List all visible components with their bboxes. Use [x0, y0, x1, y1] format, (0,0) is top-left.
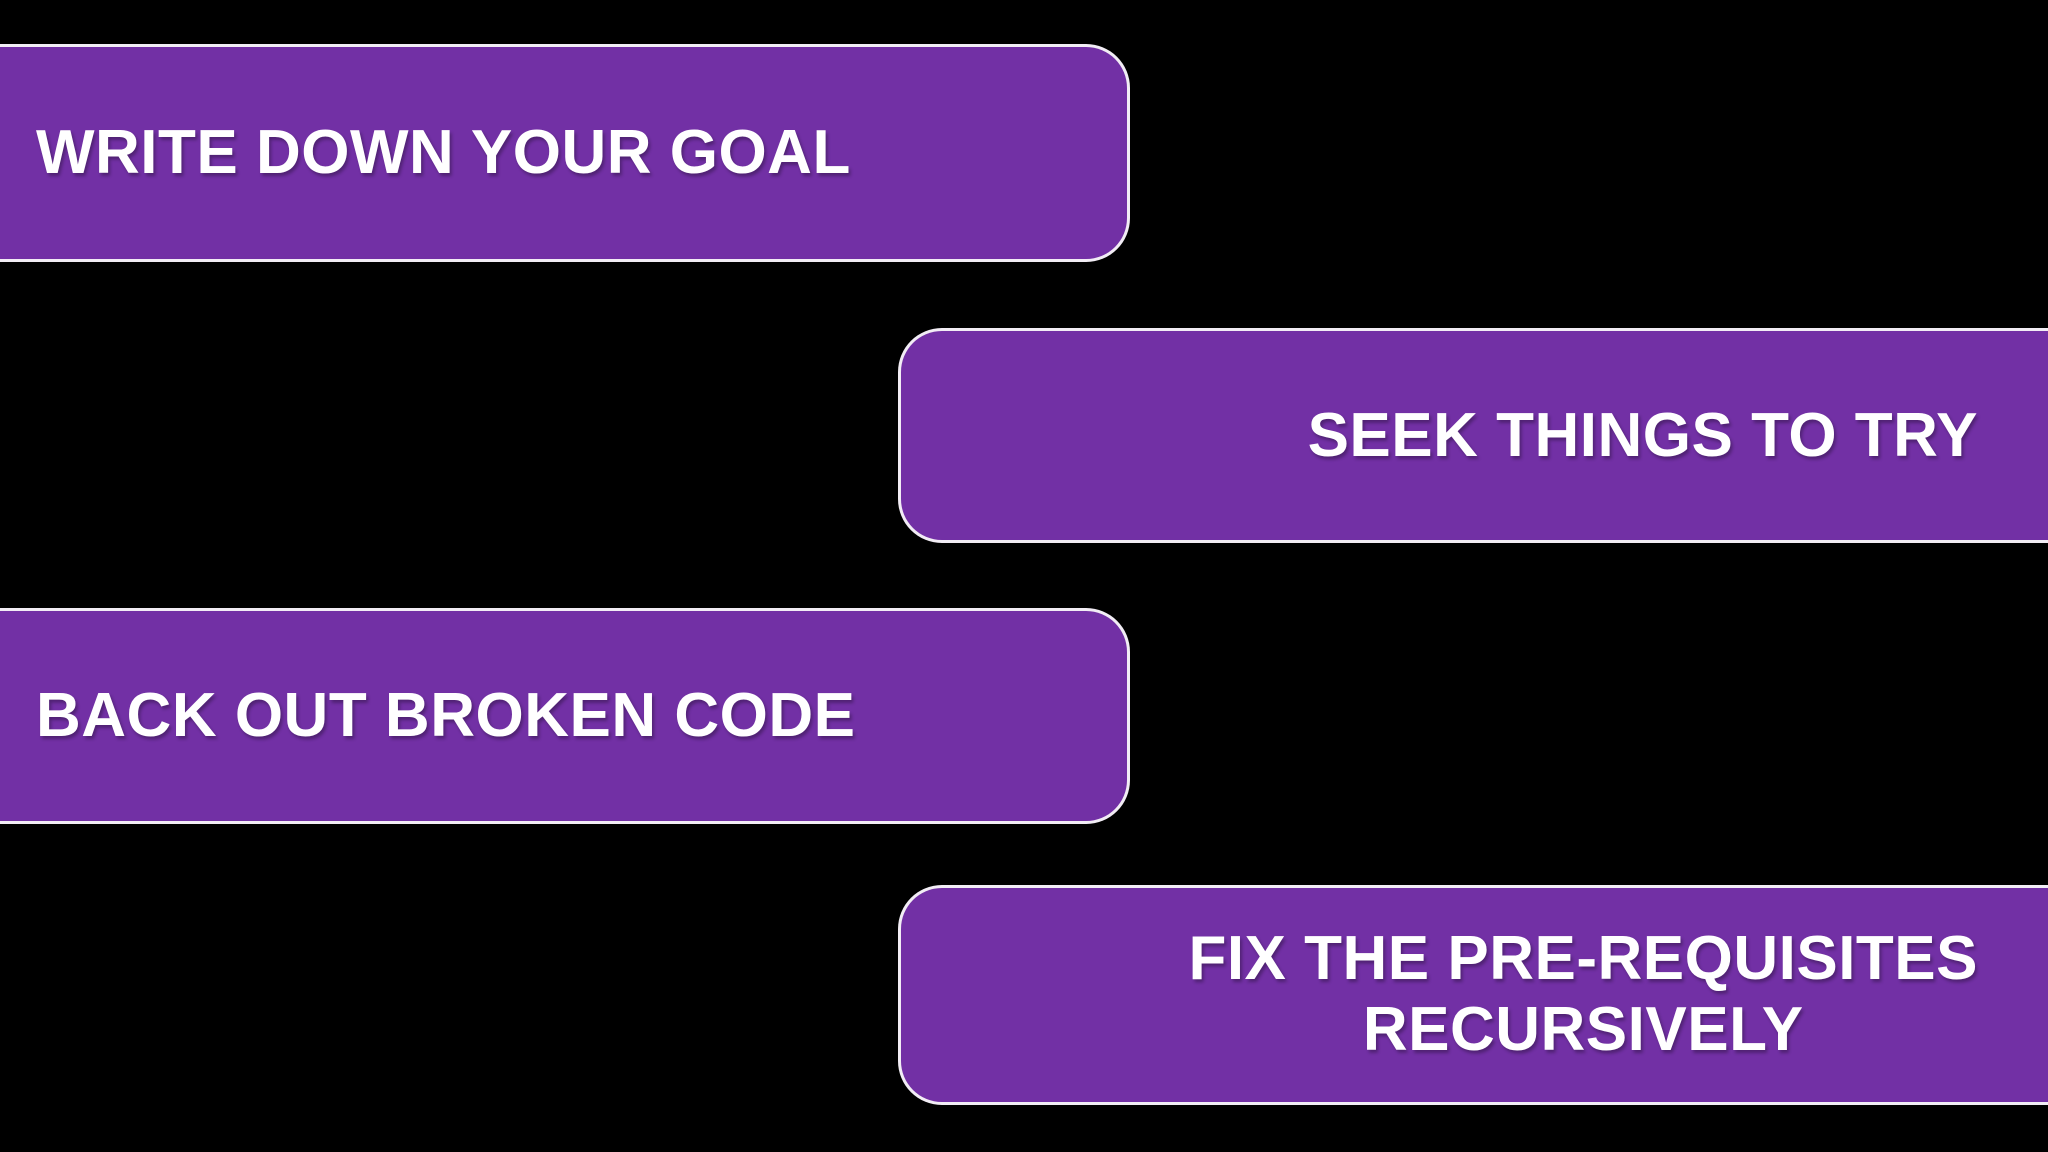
step-card-fix-the-pre-requisites-recursively[interactable]: FIX THE PRE-REQUISITES RECURSIVELY: [898, 885, 2048, 1105]
step-card-label: FIX THE PRE-REQUISITES RECURSIVELY: [1188, 924, 1978, 1064]
step-card-label: BACK OUT BROKEN CODE: [36, 681, 856, 751]
step-card-seek-things-to-try[interactable]: SEEK THINGS TO TRY: [898, 328, 2048, 543]
step-card-write-down-your-goal[interactable]: WRITE DOWN YOUR GOAL: [0, 44, 1130, 262]
step-card-back-out-broken-code[interactable]: BACK OUT BROKEN CODE: [0, 608, 1130, 824]
step-card-label: SEEK THINGS TO TRY: [1307, 400, 1978, 470]
step-card-label: WRITE DOWN YOUR GOAL: [36, 118, 851, 188]
